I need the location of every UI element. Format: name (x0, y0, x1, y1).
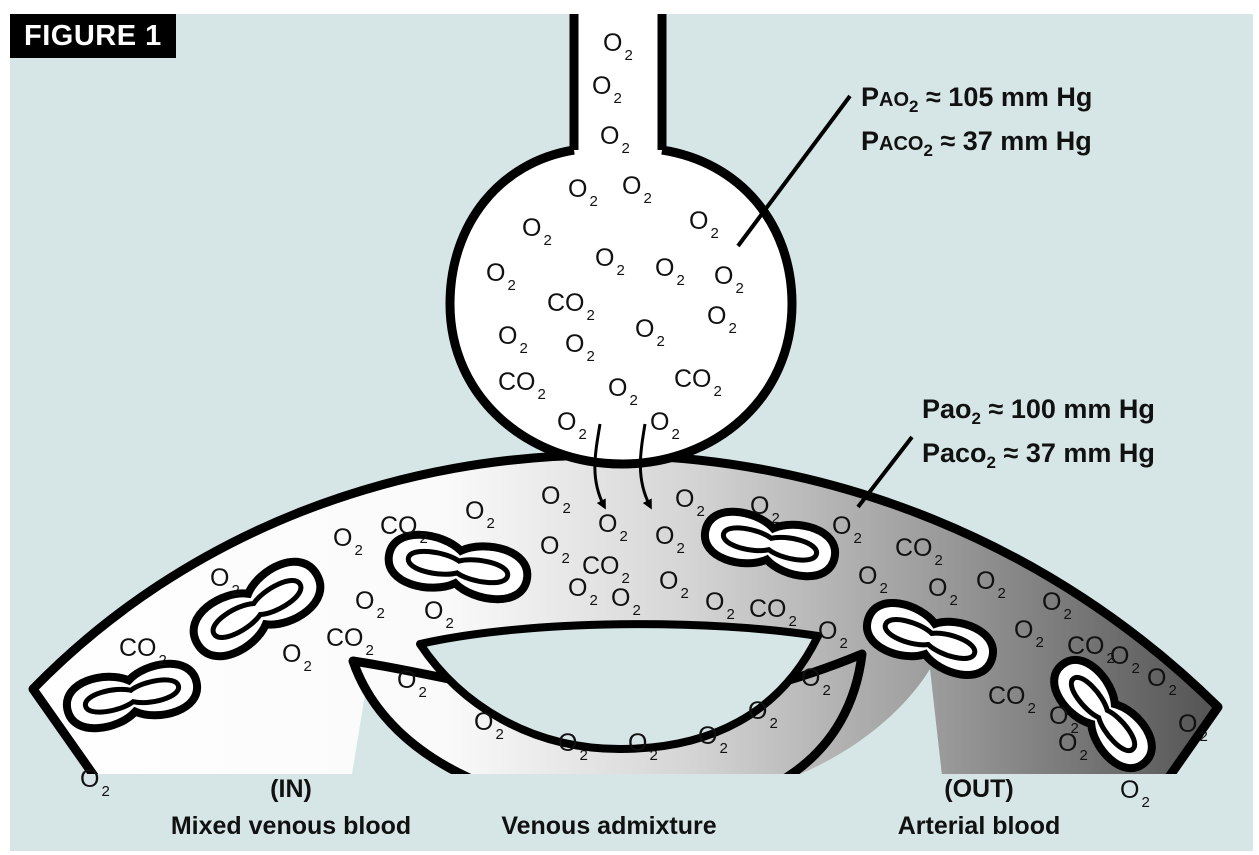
figure-label: FIGURE 1 (10, 14, 176, 58)
shunt-opening (416, 620, 822, 753)
admixture-name: Venous admixture (501, 812, 716, 840)
red-blood-cell (189, 557, 325, 661)
out-name: Arterial blood (898, 812, 1061, 840)
red-blood-cell (701, 507, 839, 581)
alveolar-po2-label: PAO2 ≈ 105 mm Hg (861, 82, 1092, 116)
bottom-band (10, 774, 1253, 851)
red-blood-cell (384, 530, 532, 604)
airway-duct (570, 14, 666, 164)
red-blood-cell (863, 599, 997, 679)
in-name: Mixed venous blood (171, 812, 411, 840)
rbc-group (63, 507, 1156, 773)
out-tag: (OUT) (944, 775, 1013, 803)
arterial-leader-line (856, 435, 914, 509)
diffusion-arrow-right (638, 423, 652, 510)
arterial-po2-label: Pao2 ≈ 100 mm Hg (922, 394, 1155, 428)
alveolar-pco2-label: PACO2 ≈ 37 mm Hg (861, 126, 1092, 160)
red-blood-cell (63, 659, 201, 733)
in-tag: (IN) (270, 775, 312, 803)
red-blood-cell (1050, 655, 1156, 773)
diffusion-arrow-left (593, 423, 606, 510)
alveolus-leader-line (736, 94, 852, 248)
alveolus (445, 145, 797, 469)
arterial-pco2-label: Paco2 ≈ 37 mm Hg (922, 438, 1155, 472)
